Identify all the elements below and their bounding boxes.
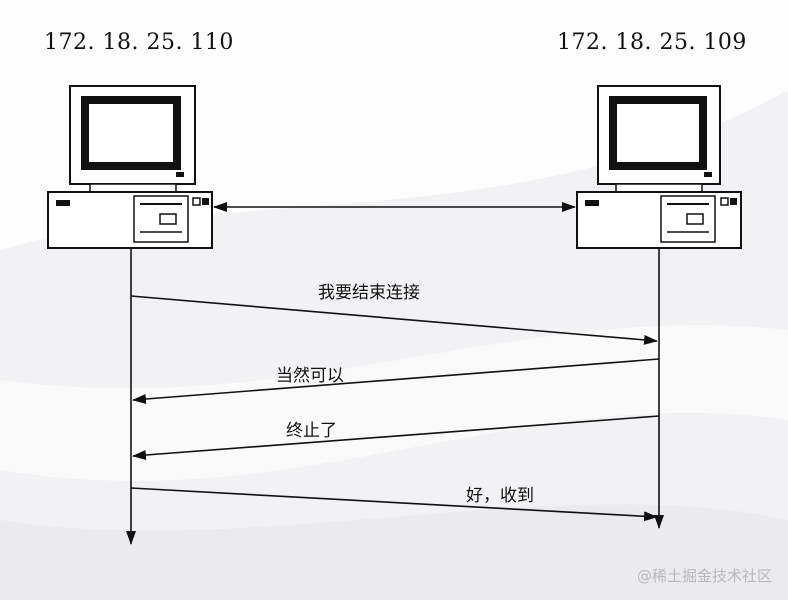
watermark: @稀土掘金技术社区	[636, 567, 772, 585]
message-label-3: 终止了	[286, 421, 337, 441]
left-computer-icon	[47, 85, 213, 249]
message-label-2: 当然可以	[276, 366, 344, 386]
message-arrow-1	[130, 295, 658, 345]
right-host-ip: 172. 18. 25. 109	[557, 30, 747, 55]
message-arrow-3	[132, 415, 660, 460]
left-host-ip: 172. 18. 25. 110	[44, 30, 234, 55]
message-label-4: 好，收到	[466, 486, 534, 506]
message-arrow-2	[132, 358, 660, 404]
right-computer-icon	[576, 85, 742, 249]
message-label-1: 我要结束连接	[318, 283, 420, 303]
message-arrow-4	[130, 487, 658, 522]
